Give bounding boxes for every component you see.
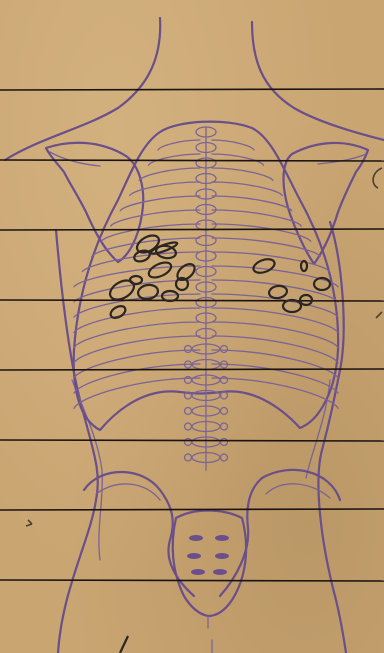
lumbar-process-left <box>185 408 192 415</box>
rib-left <box>158 140 200 150</box>
lumbar-process-right <box>221 346 228 353</box>
sacral-foramen <box>215 535 229 541</box>
rib-left <box>120 196 200 211</box>
rib-left <box>74 308 200 332</box>
rib-right <box>212 322 338 348</box>
lesion-mark-right <box>301 261 307 271</box>
lumbar-process-right <box>221 454 228 461</box>
sacral-foramen <box>187 553 201 559</box>
rib-left <box>130 182 200 196</box>
lesion-mark-right <box>252 257 277 276</box>
rib-left <box>92 238 200 256</box>
left-iliac-inner <box>96 484 160 500</box>
pelvis <box>84 470 340 653</box>
rib-right <box>212 378 338 408</box>
rib-right <box>212 168 273 180</box>
lesion-mark-left <box>130 276 142 284</box>
neck-right-contour <box>252 22 384 140</box>
left-lesion-marks <box>107 232 198 320</box>
lumbar-process-left <box>185 423 192 430</box>
right-acromion <box>318 154 366 164</box>
sacral-foramen <box>215 553 229 559</box>
rib-left <box>74 336 200 363</box>
rib-right <box>212 308 338 332</box>
lesion-mark-left <box>137 283 159 300</box>
rib-right <box>212 266 338 287</box>
lesion-mark-left <box>109 304 128 321</box>
stray-stroke-bottom <box>120 636 128 653</box>
lumbar-process-left <box>185 439 192 446</box>
lumbar-process-right <box>221 439 228 446</box>
ruled-line <box>0 369 384 370</box>
lumbar-process-right <box>221 392 228 399</box>
ruled-line <box>0 160 384 161</box>
right-iliac-inner <box>266 484 330 498</box>
rib-right <box>212 154 263 165</box>
stray-mark-right-edge <box>376 312 382 318</box>
lumbar-process-left <box>185 377 192 384</box>
lesion-mark-left <box>147 259 174 280</box>
spine <box>185 127 228 470</box>
stray-curve-right <box>373 168 382 188</box>
rib-right <box>212 182 282 196</box>
ruled-line <box>0 229 384 230</box>
ruled-line <box>0 509 384 510</box>
lumbar-process-right <box>221 423 228 430</box>
lumbar-process-right <box>221 377 228 384</box>
sacral-foramen <box>189 535 203 541</box>
lumbar-process-right <box>221 408 228 415</box>
rib-right <box>212 140 254 150</box>
sacrum <box>173 511 246 617</box>
rib-left <box>149 154 200 165</box>
sacral-foramen <box>191 569 205 575</box>
rib-right <box>212 196 292 211</box>
rib-left <box>74 294 200 317</box>
lumbar-process-left <box>185 346 192 353</box>
rib-right <box>212 336 338 363</box>
lesion-mark-right <box>268 285 288 300</box>
ruled-line <box>0 440 384 441</box>
ruled-line <box>0 580 384 581</box>
sacral-foramina <box>187 535 229 575</box>
stray-mark-left <box>26 520 32 526</box>
ruled-line <box>0 89 384 90</box>
rib-left <box>74 322 200 348</box>
sacral-foramen <box>213 569 227 575</box>
ruled-line <box>0 300 384 301</box>
rib-left <box>139 168 200 180</box>
lumbar-process-left <box>185 454 192 461</box>
